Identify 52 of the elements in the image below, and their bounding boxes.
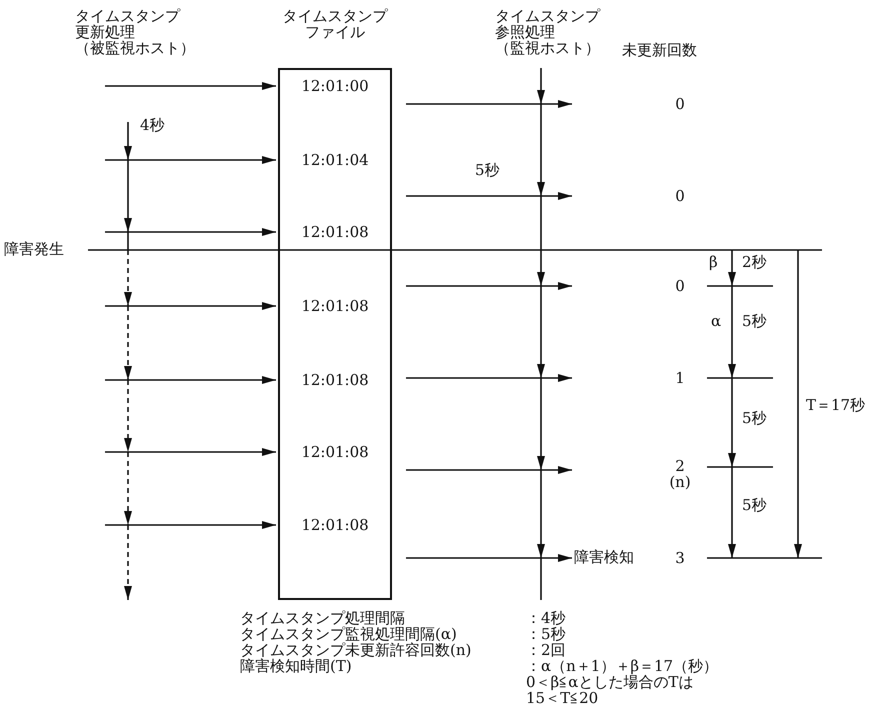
duration-label: 4秒 (140, 117, 165, 133)
symbol-label: α (711, 313, 722, 329)
arrow (406, 100, 572, 108)
definition-term: 障害検知時間(T) (240, 658, 352, 674)
arrow (105, 521, 276, 529)
count-label: 0 (675, 96, 685, 112)
count-label: 0 (675, 278, 685, 294)
symbol-label: β (709, 254, 718, 270)
definition-value: ：4秒 (526, 610, 566, 626)
timestamp-text: 12:01:08 (300, 297, 370, 315)
arrow (406, 374, 572, 382)
arrow (105, 302, 276, 310)
arrow (105, 228, 276, 236)
count-label: 1 (675, 370, 685, 386)
definition-value: ：2回 (526, 642, 566, 658)
definition-value: 0＜β≦αとした場合のTは (526, 674, 694, 690)
duration-label: 5秒 (742, 313, 767, 329)
arrow (406, 466, 572, 474)
definition-term: タイムスタンプ処理間隔 (240, 610, 405, 626)
timestamp-text: 12:01:08 (300, 443, 370, 461)
count-label: 3 (675, 550, 685, 566)
arrow (105, 376, 276, 384)
duration-label: 2秒 (742, 254, 767, 270)
definition-term: タイムスタンプ未更新許容回数(n) (240, 642, 472, 658)
definition-value: ：5秒 (526, 626, 566, 642)
definition-value: 15＜T≦20 (526, 690, 598, 706)
arrow (105, 448, 276, 456)
column-heading: タイムスタンプ参照処理（監視ホスト） (495, 8, 600, 56)
timestamp-text: 12:01:08 (300, 371, 370, 389)
detection-text: 障害検知 (574, 549, 634, 565)
timestamp-text: 12:01:08 (300, 223, 370, 241)
count-label: 2 (n) (669, 458, 691, 490)
definition-value: ：α（n＋1）＋β＝17（秒） (526, 658, 718, 674)
column-heading: タイムスタンプ更新処理（被監視ホスト） (75, 8, 195, 56)
column-heading: 未更新回数 (622, 42, 697, 58)
failure-label: 障害発生 (4, 241, 64, 257)
duration-label: 5秒 (742, 410, 767, 426)
timestamp-text: 12:01:00 (300, 77, 370, 95)
arrow (105, 82, 276, 90)
arrow (406, 192, 572, 200)
arrow (105, 156, 276, 164)
timestamp-text: 12:01:08 (300, 516, 370, 534)
timestamp-text: 12:01:04 (300, 151, 370, 169)
file-box (278, 68, 392, 600)
duration-label: 5秒 (742, 497, 767, 513)
column-heading: タイムスタンプファイル (282, 8, 388, 40)
arrow (406, 282, 572, 290)
definition-term: タイムスタンプ監視処理間隔(α) (240, 626, 457, 642)
count-label: 0 (675, 188, 685, 204)
duration-label: 5秒 (475, 162, 500, 178)
arrow (406, 554, 572, 562)
duration-label: T＝17秒 (806, 397, 866, 413)
